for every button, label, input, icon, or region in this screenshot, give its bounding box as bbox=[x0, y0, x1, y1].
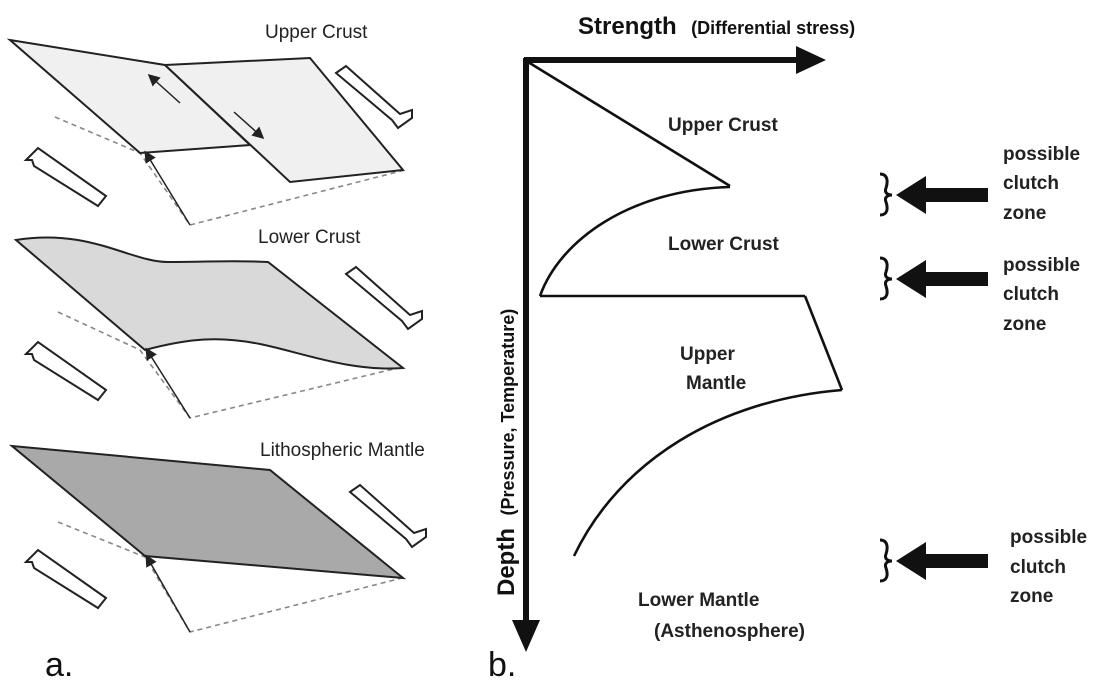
clutch-brace-icon bbox=[879, 256, 893, 301]
lower-crust-ductile-curve bbox=[538, 185, 731, 297]
fault-dip-arrow bbox=[145, 347, 191, 419]
clutch-label-line1: possible bbox=[1010, 527, 1087, 548]
shear-arrow-left-icon bbox=[23, 146, 108, 208]
fault-dashed-outline bbox=[54, 116, 406, 226]
region-lower-crust: Lower Crust bbox=[668, 234, 780, 255]
clutch-label-line2: clutch bbox=[1003, 173, 1059, 194]
y-axis-title: Depth (Pressure, Temperature) bbox=[493, 309, 520, 596]
upper-crust-label: Upper Crust bbox=[265, 22, 368, 43]
lower-crust-block: Lower Crust bbox=[13, 227, 423, 419]
panel-b-letter: b. bbox=[488, 646, 516, 684]
clutch-label-line3: zone bbox=[1003, 203, 1046, 224]
fault-dashed-outline bbox=[57, 311, 403, 419]
upper-crust-block: Upper Crust bbox=[6, 22, 413, 226]
shear-arrow-right-icon bbox=[344, 265, 423, 331]
clutch-label-line3: zone bbox=[1003, 314, 1046, 335]
region-upper-mantle-line2: Mantle bbox=[686, 373, 746, 394]
region-upper-crust: Upper Crust bbox=[668, 115, 778, 136]
fault-dashed-outline bbox=[57, 521, 403, 633]
y-axis-arrowhead bbox=[512, 620, 540, 652]
upper-mantle-brittle-line bbox=[803, 295, 844, 391]
lithospheric-mantle-label: Lithospheric Mantle bbox=[260, 440, 425, 461]
clutch-label-line1: possible bbox=[1003, 255, 1080, 276]
upper-crust-plate-right bbox=[162, 56, 405, 184]
clutch-brace-icon bbox=[879, 172, 893, 217]
slip-arrow-down bbox=[233, 111, 265, 139]
x-axis-arrowhead bbox=[796, 46, 826, 74]
upper-mantle-ductile-curve bbox=[572, 388, 843, 557]
region-upper-mantle-line1: Upper bbox=[680, 344, 736, 365]
clutch-arrow-icon bbox=[896, 260, 988, 298]
shear-arrow-left-icon bbox=[23, 548, 108, 610]
clutch-label-line2: clutch bbox=[1003, 284, 1059, 305]
clutch-zone-3: possible clutch zone bbox=[879, 527, 1087, 607]
clutch-brace-icon bbox=[879, 538, 893, 583]
upper-crust-brittle-line bbox=[527, 60, 731, 188]
mantle-plate bbox=[8, 444, 407, 580]
shear-arrow-left-icon bbox=[23, 340, 108, 402]
panel-a: Upper Crust Lower Crust Lithospheric Man… bbox=[6, 22, 427, 684]
clutch-label-line1: possible bbox=[1003, 144, 1080, 165]
slip-arrow-up bbox=[147, 73, 181, 104]
lower-crust-plate bbox=[13, 236, 406, 370]
clutch-zone-2: possible clutch zone bbox=[879, 255, 1080, 335]
clutch-zone-1: possible clutch zone bbox=[879, 144, 1080, 224]
panel-b: Strength (Differential stress) Depth (Pr… bbox=[488, 13, 1087, 684]
clutch-arrow-icon bbox=[896, 542, 988, 580]
region-lower-mantle-line1: Lower Mantle bbox=[638, 590, 759, 611]
x-axis-title: Strength (Differential stress) bbox=[578, 13, 855, 40]
clutch-label-line3: zone bbox=[1010, 586, 1053, 607]
mantle-block: Lithospheric Mantle bbox=[8, 440, 427, 633]
lower-crust-label: Lower Crust bbox=[258, 227, 361, 248]
shear-arrow-right-icon bbox=[334, 64, 413, 130]
panel-a-letter: a. bbox=[45, 646, 73, 684]
clutch-arrow-icon bbox=[896, 176, 988, 214]
clutch-label-line2: clutch bbox=[1010, 557, 1066, 578]
fault-dip-arrow bbox=[145, 554, 191, 633]
fault-dip-arrow bbox=[144, 150, 191, 226]
region-lower-mantle-line2: (Asthenosphere) bbox=[654, 621, 805, 642]
shear-arrow-right-icon bbox=[348, 483, 427, 549]
